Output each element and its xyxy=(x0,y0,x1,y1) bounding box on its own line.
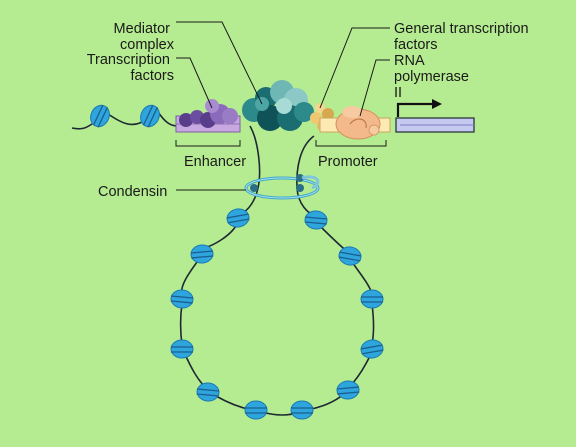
nucleosome xyxy=(195,381,221,403)
nucleosome xyxy=(189,243,215,265)
nucleosome xyxy=(290,400,314,420)
nucleosome xyxy=(358,337,386,361)
rna-polymerase-shape xyxy=(335,106,381,140)
general-tf-label: General transcription factors xyxy=(394,21,533,53)
nucleosome xyxy=(244,400,268,420)
condensin-ring xyxy=(244,174,320,200)
nucleosome xyxy=(169,288,195,310)
nucleosome xyxy=(303,209,329,231)
nucleosome xyxy=(170,339,194,359)
enhancer-label: Enhancer xyxy=(184,154,246,170)
condensin-label: Condensin xyxy=(98,184,167,200)
promoter-label: Promoter xyxy=(318,154,378,170)
enhancer-bracket xyxy=(175,140,241,147)
transcription-factors-label: Transcription factors xyxy=(87,52,174,84)
mediator-complex-shape xyxy=(242,80,314,131)
rna-polymerase-label: RNA polymerase II xyxy=(394,53,473,101)
mediator-label: Mediator complex xyxy=(114,21,175,53)
transcription-start-arrow xyxy=(396,99,442,117)
nucleosome xyxy=(360,289,384,309)
nucleosomes xyxy=(86,101,386,420)
nucleosome xyxy=(136,101,164,131)
nucleosome xyxy=(86,101,114,131)
leader-lines xyxy=(176,21,390,191)
transcription-factors-shape xyxy=(179,99,238,128)
nucleosome xyxy=(336,244,364,268)
promoter-bracket xyxy=(315,140,387,147)
